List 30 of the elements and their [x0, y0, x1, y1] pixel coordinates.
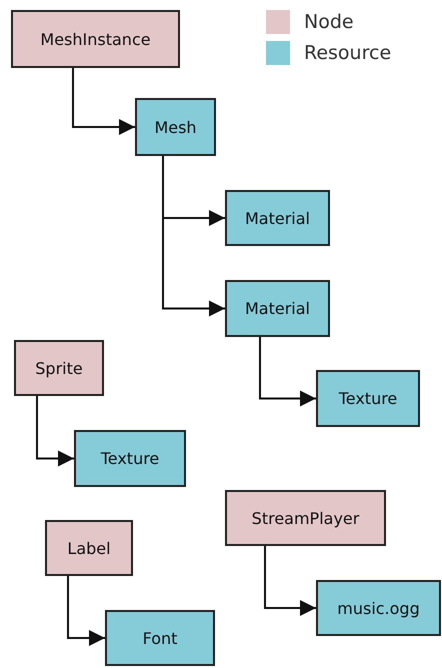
resource-box [225, 190, 330, 246]
box-label: StreamPlayer [252, 508, 360, 528]
box-label: Mesh [154, 118, 197, 136]
node-box [225, 490, 386, 546]
resource-box [316, 580, 441, 636]
arrow [162, 156, 225, 316]
box-label: Texture [100, 449, 160, 468]
resource-box [225, 280, 330, 337]
legend-label: Node [304, 11, 354, 33]
node-box [14, 340, 104, 396]
resource-box [316, 370, 420, 427]
arrow [264, 546, 316, 616]
box-label: Texture [338, 389, 398, 408]
resource-box [135, 98, 216, 156]
arrow [259, 337, 316, 406]
box-label: Label [67, 538, 111, 558]
box-label: music.ogg [337, 598, 420, 618]
node-box [11, 10, 180, 68]
node-box [45, 520, 133, 576]
legend-label: Resource [304, 42, 392, 64]
resource-box [105, 610, 215, 666]
box-label: MeshInstance [40, 30, 151, 48]
box-label: Material [245, 208, 310, 228]
box-label: Font [142, 628, 178, 648]
box-label: Material [245, 299, 310, 318]
resource-box [74, 430, 186, 487]
arrow [36, 396, 74, 466]
box-label: Sprite [35, 358, 83, 378]
arrow [72, 68, 135, 135]
arrow [67, 576, 105, 646]
